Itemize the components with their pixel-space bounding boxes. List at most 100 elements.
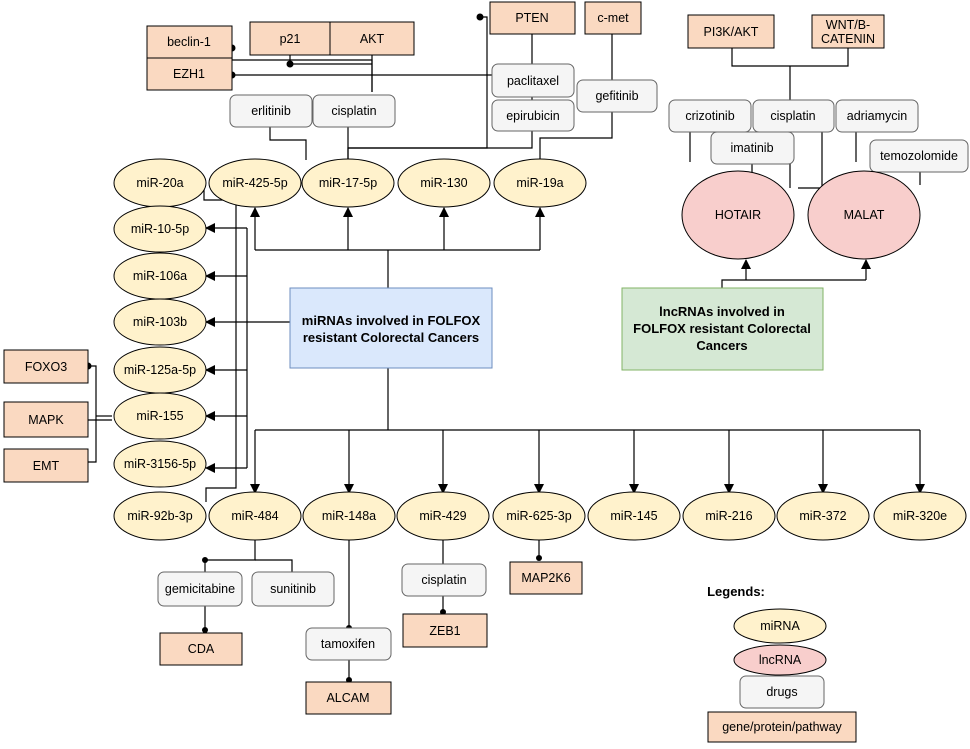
drug-label: gemicitabine — [165, 582, 235, 596]
drug-label: paclitaxel — [507, 74, 559, 88]
lncrna-node-malat — [807, 170, 921, 260]
mirna-node-mir-92b-3p — [113, 491, 207, 541]
gene-label: AKT — [360, 32, 385, 46]
gene-c-met — [584, 1, 642, 35]
mirna-label: miR-625-3p — [506, 509, 571, 523]
drug-boxes: erlitinib cisplatin paclitaxel epirubici… — [157, 63, 969, 661]
drug-gefitinib — [576, 79, 658, 113]
lncrna-label: MALAT — [844, 208, 885, 222]
drug-imatinib — [710, 131, 795, 165]
legend-lncrna-swatch — [733, 644, 827, 676]
legend-title: Legends: — [707, 584, 765, 599]
drug-label: cisplatin — [770, 109, 815, 123]
gene-label: WNT/B- — [826, 18, 870, 32]
gene-ezh1 — [146, 57, 233, 91]
mirna-label: miR-484 — [231, 509, 278, 523]
drug-label: imatinib — [730, 141, 773, 155]
mirna-node-mir-17-5p — [301, 158, 395, 208]
drug-crizotinib — [668, 99, 752, 133]
mirna-label: miR-17-5p — [319, 176, 377, 190]
drug-tamoxifen — [305, 627, 392, 661]
gene-label: CATENIN — [821, 32, 875, 46]
center-mirna-box: miRNAs involved in FOLFOX resistant Colo… — [289, 287, 493, 369]
drug-gemicitabine — [157, 571, 243, 607]
gene-label: EMT — [33, 459, 60, 473]
mirna-label: miR-372 — [799, 509, 846, 523]
drug-label: gefitinib — [595, 89, 638, 103]
drug-cisplatin — [752, 99, 835, 133]
gene-label: EZH1 — [173, 67, 205, 81]
drug-erlitinib — [229, 94, 313, 128]
center-lncrna-box: lncRNAs involved in FOLFOX resistant Col… — [621, 287, 824, 371]
center-lnc-line-3: Cancers — [696, 338, 747, 353]
gene-mapk — [3, 401, 89, 438]
gene-boxes: beclin-1 EZH1 p21 AKT PTEN c-met PI3K/AK… — [3, 1, 885, 715]
gene-foxo3 — [3, 349, 89, 384]
legend-lncrna-label: lncRNA — [759, 653, 802, 667]
mirna-node-mir-3156-5p — [113, 440, 207, 488]
mirna-node-mir-320e — [873, 491, 967, 541]
mirna-label: miR-103b — [133, 315, 187, 329]
drug-temozolomide — [869, 139, 969, 173]
gene-pi3k-akt — [687, 14, 775, 49]
gene-cda — [159, 632, 243, 666]
mirna-node-mir-145 — [587, 491, 681, 541]
gene-label: c-met — [597, 11, 629, 25]
gene-label: CDA — [188, 642, 215, 656]
gene-beclin-1 — [146, 25, 233, 59]
drug-label: temozolomide — [880, 149, 958, 163]
mirna-node-mir-216 — [682, 491, 776, 541]
mirna-node-mir-10-5p — [113, 205, 207, 253]
mirna-label: miR-320e — [893, 509, 947, 523]
gene-emt — [3, 448, 89, 483]
mirna-label: miR-130 — [420, 176, 467, 190]
mirna-label: miR-429 — [419, 509, 466, 523]
gene-zeb1 — [402, 613, 488, 648]
drug-label: adriamycin — [847, 109, 907, 123]
legend-gene-label: gene/protein/pathway — [722, 720, 842, 734]
drug-label: epirubicin — [506, 109, 560, 123]
gene-alcam — [305, 681, 392, 715]
gene-p21 — [249, 21, 331, 56]
drug-paclitaxel — [491, 63, 575, 98]
connectors — [84, 13, 925, 683]
drug-label: erlitinib — [251, 104, 291, 118]
mirna-node-mir-625-3p — [492, 491, 586, 541]
drug-cisplatin — [401, 563, 487, 597]
mirna-label: miR-145 — [610, 509, 657, 523]
gene-label: ZEB1 — [429, 624, 460, 638]
mirna-label: miR-125a-5p — [124, 363, 196, 377]
mirna-label: miR-3156-5p — [124, 457, 196, 471]
drug-sunitinib — [251, 571, 335, 607]
mirna-node-mir-429 — [396, 491, 490, 541]
drug-epirubicin — [491, 99, 575, 132]
mirna-node-mir-484 — [208, 491, 302, 541]
drug-cisplatin — [312, 94, 396, 128]
mirna-node-mir-130 — [397, 158, 491, 208]
mirna-label: miR-20a — [136, 176, 183, 190]
legend: Legends: miRNA lncRNA drugs gene/protein… — [707, 584, 857, 743]
gene-label: ALCAM — [326, 691, 369, 705]
mirna-label: miR-92b-3p — [127, 509, 192, 523]
drug-label: cisplatin — [331, 104, 376, 118]
legend-mirna-swatch — [733, 608, 827, 644]
gene-label: p21 — [280, 32, 301, 46]
gene-label: MAPK — [28, 413, 64, 427]
center-mirna-line-1: miRNAs involved in FOLFOX — [302, 313, 481, 328]
mirna-node-mir-425-5p — [208, 158, 302, 208]
gene-label: beclin-1 — [167, 35, 211, 49]
gene-label: MAP2K6 — [521, 571, 570, 585]
drug-label: cisplatin — [421, 573, 466, 587]
gene-label: PI3K/AKT — [704, 25, 759, 39]
mirna-label: miR-148a — [322, 509, 376, 523]
drug-adriamycin — [835, 99, 919, 133]
mirna-label: miR-19a — [516, 176, 563, 190]
mirna-node-mir-148a — [302, 491, 396, 541]
gene-map2k6 — [509, 561, 583, 595]
lncrna-label: HOTAIR — [715, 208, 761, 222]
center-mirna-line-2: resistant Colorectal Cancers — [303, 330, 479, 345]
legend-gene-swatch — [707, 711, 857, 743]
center-lnc-line-2: FOLFOX resistant Colorectal — [633, 321, 811, 336]
mirna-node-mir-103b — [113, 298, 207, 346]
